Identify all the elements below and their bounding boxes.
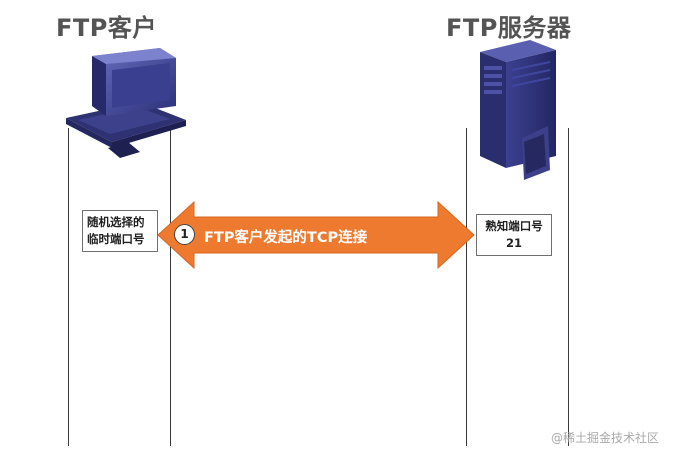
server-port-box: 熟知端口号 21 (476, 214, 552, 256)
client-port-line1: 随机选择的 (87, 215, 145, 229)
watermark: @稀土掘金技术社区 (550, 431, 659, 445)
double-arrow-icon (157, 200, 475, 270)
step-number-badge: 1 (174, 224, 195, 245)
server-port-line2: 21 (505, 236, 522, 250)
client-title: FTP客户 (56, 14, 157, 42)
server-title: FTP服务器 (446, 14, 572, 42)
connection-label: FTP客户发起的TCP连接 (204, 230, 368, 246)
desktop-computer-icon (66, 48, 186, 158)
client-port-line2: 临时端口号 (87, 232, 145, 246)
tower-server-icon (480, 40, 556, 180)
server-lane (466, 128, 569, 446)
server-port-line1: 熟知端口号 (485, 219, 543, 233)
client-port-box: 随机选择的 临时端口号 (82, 210, 158, 252)
client-lane (68, 128, 171, 446)
